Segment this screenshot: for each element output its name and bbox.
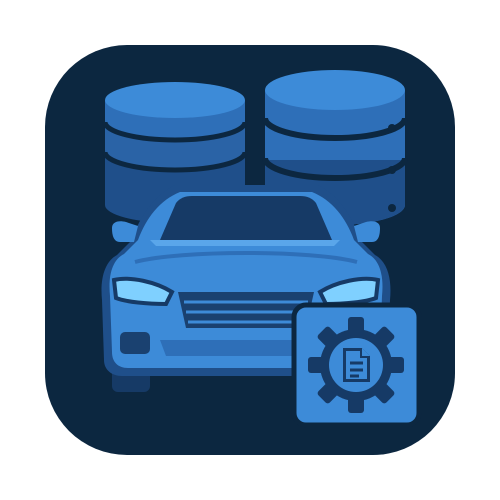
gear-icon [308,317,404,413]
grille [178,292,314,328]
left-mirror [112,221,138,242]
server-light-icon [388,166,396,174]
left-headlight [111,276,175,307]
left-fog-light [120,332,150,354]
document-icon [343,348,370,382]
right-mirror [354,221,380,242]
settings-badge [291,302,422,428]
server-light-icon [388,124,396,132]
windshield [160,196,332,240]
server-light-icon [388,204,396,212]
lower-intake [160,340,332,356]
